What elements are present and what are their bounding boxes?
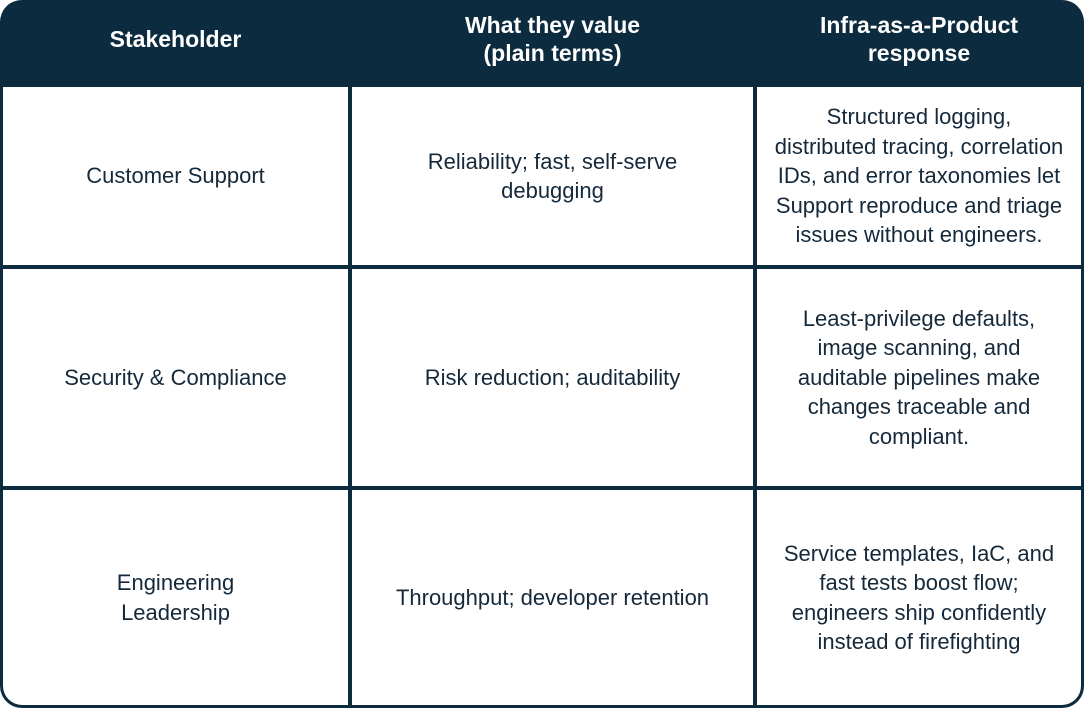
cell-text: Throughput; developer retention: [395, 584, 710, 610]
cell-text: Service templates, IaC, and fast tests b…: [783, 540, 1055, 655]
column-header-response: Infra-as-a-Product response: [757, 3, 1081, 83]
table-cell-value: Reliability; fast, self-serve debugging: [352, 87, 753, 265]
table-cell-stakeholder: Security & Compliance: [3, 269, 348, 486]
cell-text: Security & Compliance: [64, 364, 287, 390]
table-grid: Stakeholder What they value (plain terms…: [3, 3, 1081, 705]
table-cell-response: Service templates, IaC, and fast tests b…: [757, 490, 1081, 705]
cell-text: Structured logging, distributed tracing,…: [774, 104, 1064, 248]
column-header-label: Stakeholder: [109, 26, 242, 52]
table-cell-stakeholder: Engineering Leadership: [3, 490, 348, 705]
column-header-value: What they value (plain terms): [352, 3, 753, 83]
cell-text: Reliability; fast, self-serve debugging: [427, 148, 678, 204]
cell-text: Engineering Leadership: [116, 570, 235, 625]
table-cell-value: Throughput; developer retention: [352, 490, 753, 705]
column-header-label: What they value (plain terms): [464, 12, 641, 66]
column-header-label: Infra-as-a-Product response: [819, 12, 1019, 66]
table-cell-stakeholder: Customer Support: [3, 87, 348, 265]
cell-text: Least-privilege defaults, image scanning…: [797, 305, 1041, 449]
column-header-stakeholder: Stakeholder: [3, 3, 348, 83]
cell-text: Risk reduction; auditability: [424, 364, 681, 390]
table-cell-value: Risk reduction; auditability: [352, 269, 753, 486]
table-cell-response: Least-privilege defaults, image scanning…: [757, 269, 1081, 486]
cell-text: Customer Support: [86, 163, 265, 189]
table-cell-response: Structured logging, distributed tracing,…: [757, 87, 1081, 265]
